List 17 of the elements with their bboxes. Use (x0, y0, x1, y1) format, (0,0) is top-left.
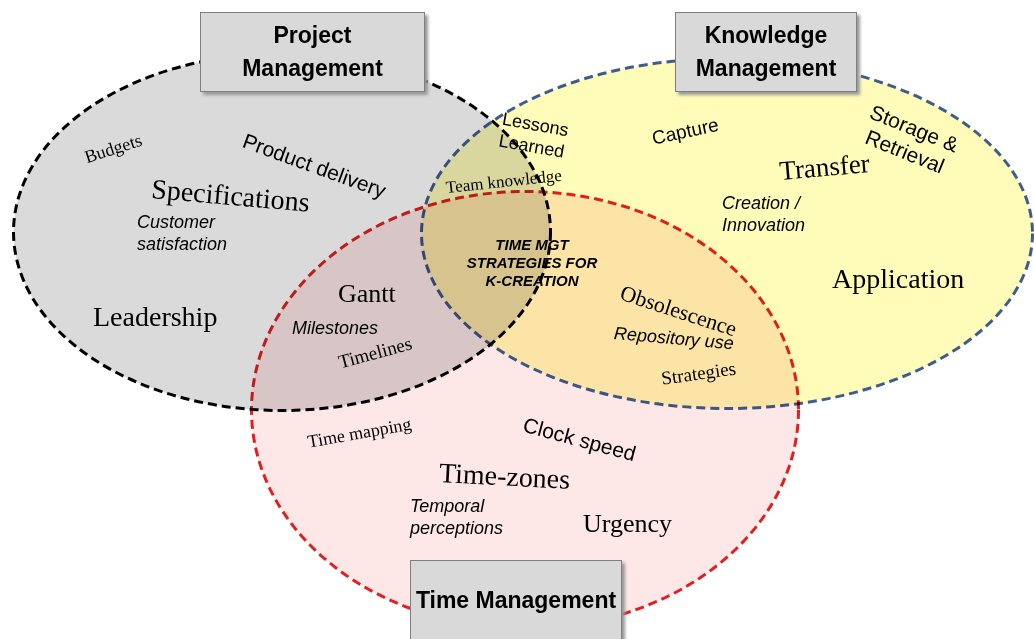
topic-label: Milestones (292, 318, 379, 340)
topic-label: Gantt (338, 278, 396, 310)
topic-label: Creation / Innovation (722, 193, 807, 237)
topic-label: Urgency (583, 508, 673, 540)
topic-label: Application (832, 262, 965, 296)
topic-label: Team knowledge (445, 165, 563, 199)
topic-label: Strategies (660, 357, 738, 391)
topic-label: Time mapping (306, 413, 413, 454)
set-title-box: Project Management (200, 12, 425, 92)
set-title-box: Knowledge Management (675, 12, 857, 92)
topic-label: Lessons Learned (496, 107, 572, 164)
topic-label: Budgets (82, 129, 145, 169)
topic-label: Temporal perceptions (410, 496, 505, 540)
set-title-box: Time Management (410, 560, 622, 639)
topic-label: Capture (650, 113, 721, 151)
topic-label: Leadership (93, 300, 218, 334)
topic-label: Customer satisfaction (137, 212, 229, 256)
